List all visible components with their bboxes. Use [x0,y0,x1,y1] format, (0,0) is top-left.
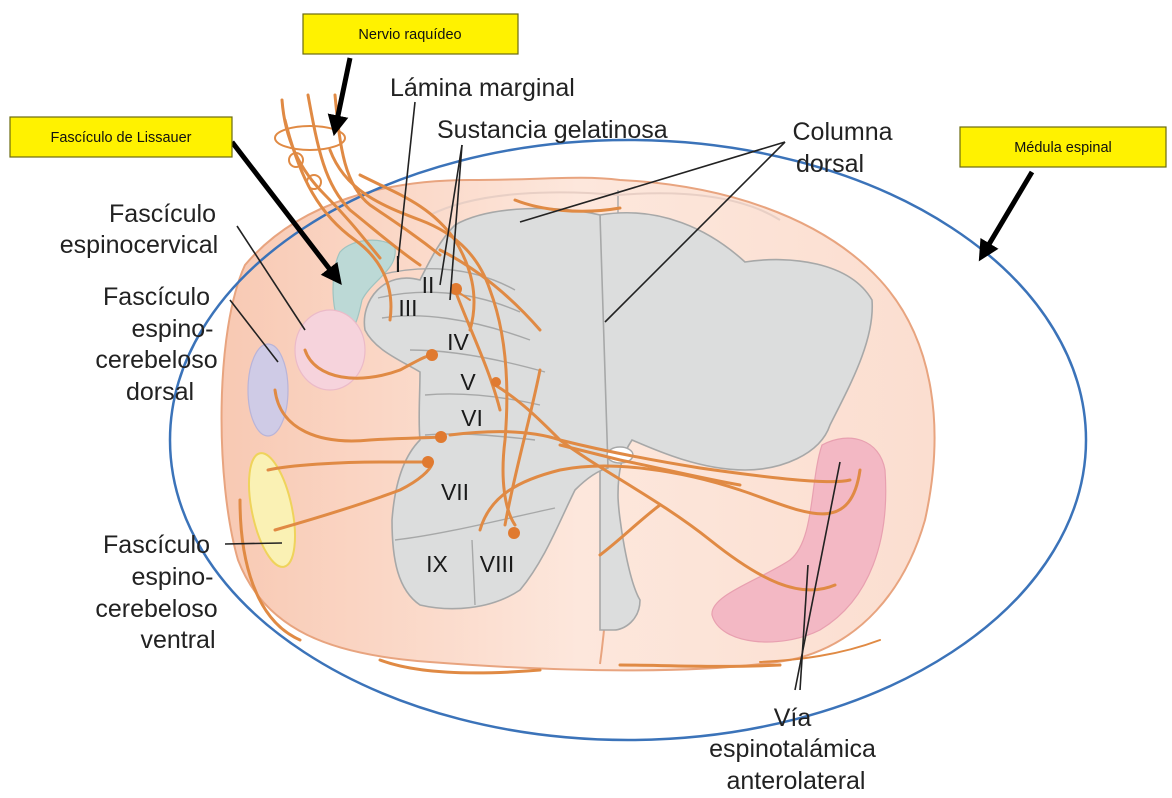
lamina-III: III [398,295,417,321]
callout-fasciculo-lissauer: Fascículo de Lissauer [10,117,232,157]
callout-medula-espinal-text: Médula espinal [1014,140,1112,156]
lamina-IV: IV [447,329,469,355]
lamina-II: II [422,272,435,298]
label-via-espinotalamica: Vía espinotalámica anterolateral [709,704,883,795]
label-columna-dorsal: Columna dorsal [792,118,899,178]
lamina-VIII: VIII [480,551,515,577]
label-fasciculo-espinocerebeloso-ventral: Fascículo espino- cerebeloso ventral [95,531,224,654]
lamina-V: V [460,369,476,395]
lamina-VII: VII [441,479,469,505]
arrow-medula-espinal [982,172,1032,256]
callout-fasciculo-lissauer-text: Fascículo de Lissauer [50,130,191,146]
callout-nervio-raquideo-text: Nervio raquídeo [358,27,461,43]
callout-medula-espinal: Médula espinal [960,127,1166,167]
callout-nervio-raquideo: Nervio raquídeo [303,14,518,54]
label-sustancia-gelatinosa: Sustancia gelatinosa [437,116,668,144]
label-fasciculo-espinocerebeloso-dorsal: Fascículo espino- cerebeloso dorsal [95,283,224,406]
dorsal-spinocerebellar-tract [248,344,288,436]
arrow-nervio-raquideo [335,58,350,130]
lamina-IX: IX [426,551,448,577]
label-fasciculo-espinocervical: Fascículo espinocervical [60,200,223,259]
label-lamina-marginal: Lámina marginal [390,74,575,102]
lamina-VI: VI [461,405,483,431]
